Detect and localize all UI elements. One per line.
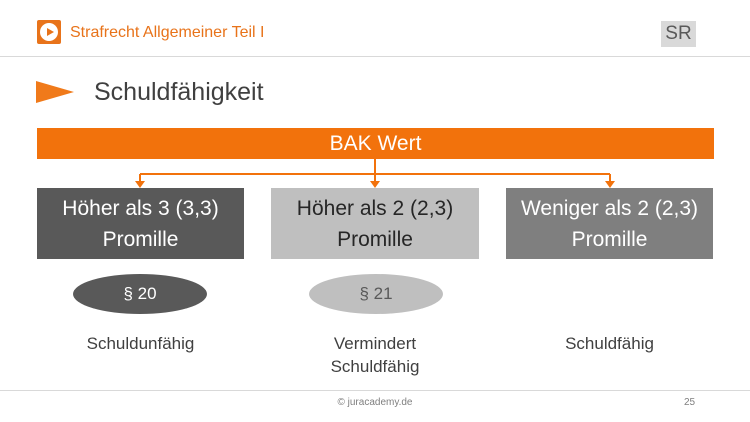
footer-divider	[0, 390, 750, 391]
sr-badge: SR	[661, 21, 696, 47]
page-number: 25	[684, 397, 696, 408]
header-bar: Strafrecht Allgemeiner Teil I SR	[0, 0, 750, 57]
result-vermindert: Vermindert Schuldfähig	[271, 332, 479, 378]
paragraph-badge-21: § 21	[309, 274, 443, 314]
branch-label: Weniger als 2 (2,3)	[520, 196, 699, 220]
branch-box-schuldunfaehig: Höher als 3 (3,3) Promille	[37, 188, 244, 259]
result-line: Schuldfähig	[330, 357, 420, 376]
play-icon	[37, 20, 61, 44]
branch-label: Höher als 3 (3,3)	[62, 196, 219, 220]
result-line: Schuldunfähig	[86, 334, 195, 353]
root-node: BAK Wert	[37, 128, 714, 159]
branch-unit: Promille	[571, 227, 648, 251]
branch-unit: Promille	[337, 227, 413, 251]
copyright-text: © juracademy.de	[337, 397, 413, 408]
course-title: Strafrecht Allgemeiner Teil I	[70, 24, 265, 41]
title-arrow-icon	[36, 81, 74, 103]
branch-unit: Promille	[102, 227, 179, 251]
result-schuldunfaehig: Schuldunfähig	[37, 332, 244, 355]
branch-label: Höher als 2 (2,3)	[296, 196, 454, 220]
result-line: Vermindert	[333, 334, 417, 353]
result-schuldfaehig: Schuldfähig	[506, 332, 713, 355]
branch-box-schuldfaehig: Weniger als 2 (2,3) Promille	[506, 188, 713, 259]
result-line: Schuldfähig	[565, 334, 654, 353]
branch-box-vermindert: Höher als 2 (2,3) Promille	[271, 188, 479, 259]
paragraph-badge-20: § 20	[73, 274, 207, 314]
slide-title: Schuldfähigkeit	[94, 78, 264, 106]
